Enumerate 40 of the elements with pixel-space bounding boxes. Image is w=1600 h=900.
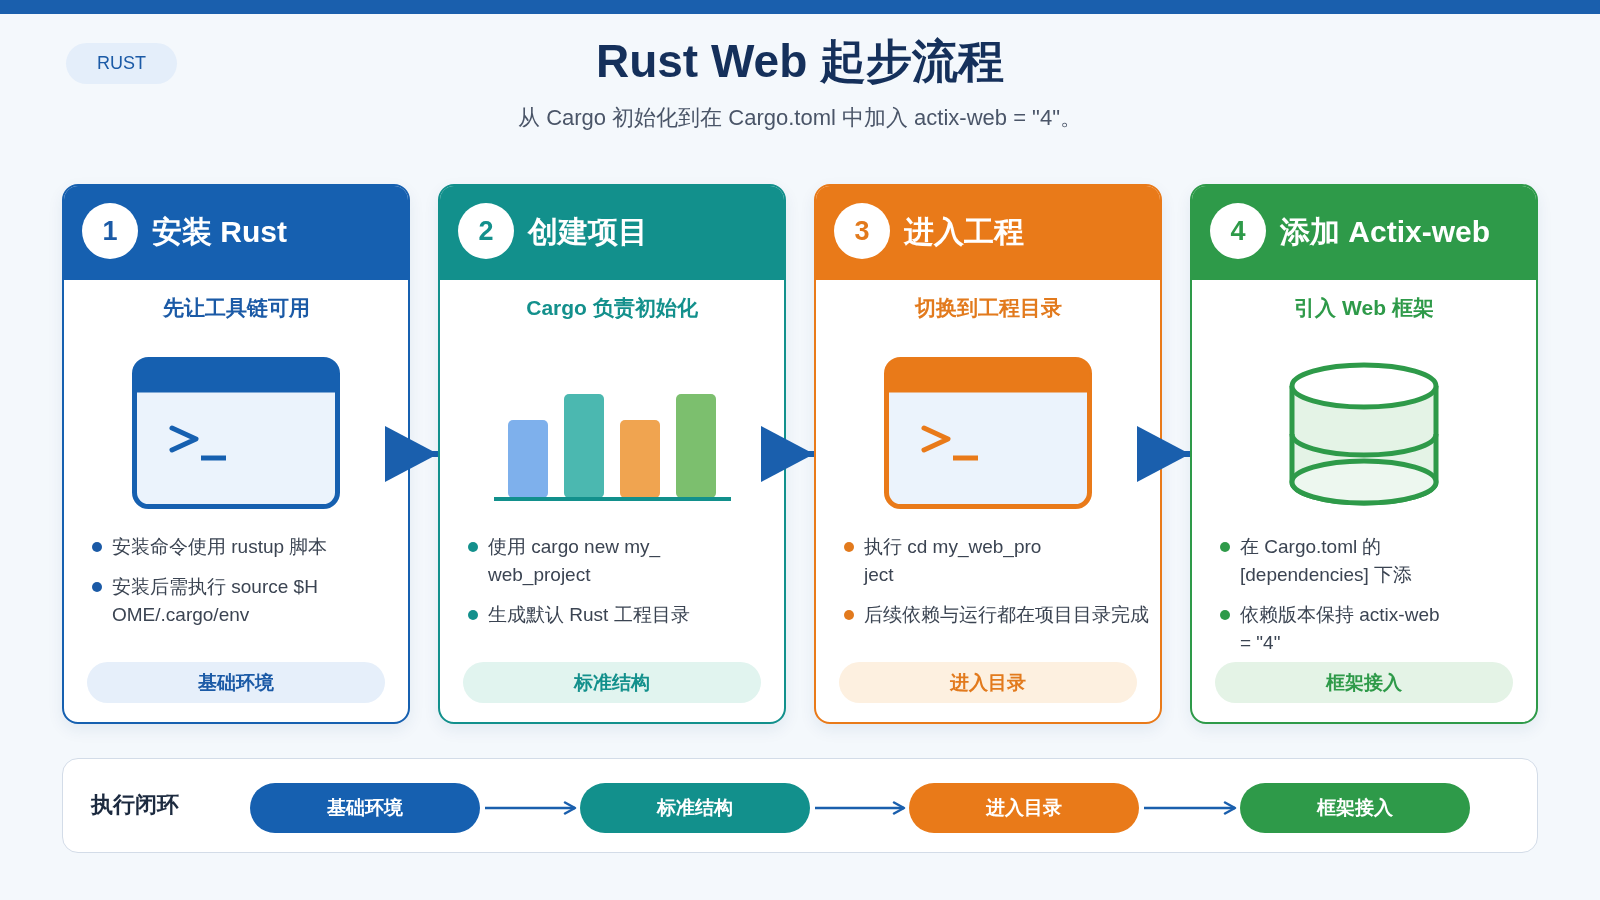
tag-pill: 标准结构	[463, 662, 761, 703]
top-bar	[0, 0, 1600, 14]
step-pill: 标准结构	[580, 783, 810, 833]
arrow	[1144, 801, 1237, 815]
bullet-text: 依赖版本保持 actix-web = "4"	[1240, 603, 1441, 655]
step-subtitle: 切换到工程目录	[914, 295, 1062, 321]
bullet-text: 在 Cargo.toml 的 [dependencies] 下添	[1240, 535, 1414, 587]
step-card	[62, 184, 410, 724]
step-title: 添加 Actix-web	[1280, 214, 1491, 250]
step-title: 进入工程	[904, 214, 1024, 250]
tag-pill: 进入目录	[839, 662, 1137, 703]
step-pill: 框架接入	[1240, 783, 1470, 833]
step-title: 创建项目	[528, 214, 648, 250]
step-card	[1190, 184, 1538, 724]
bullet-text: 使用 cargo new my_web_project	[488, 535, 662, 588]
tag-pill: 框架接入	[1215, 662, 1513, 703]
step-subtitle: 引入 Web 框架	[1294, 295, 1434, 321]
arrow	[485, 801, 577, 815]
badge: RUST	[66, 43, 177, 84]
step-card	[814, 184, 1162, 724]
step-pill: 进入目录	[909, 783, 1139, 833]
tag-pill: 基础环境	[87, 662, 385, 703]
step-subtitle: Cargo 负责初始化	[526, 295, 698, 321]
step-pill: 基础环境	[250, 783, 480, 833]
triangle-arrow	[1137, 426, 1190, 482]
step-card	[438, 184, 786, 724]
triangle-arrow	[761, 426, 814, 482]
title: Rust Web 起步流程	[595, 36, 1005, 86]
flow-panel	[62, 758, 1538, 853]
bullet-text: 安装后需执行 source $HOME/.cargo/env	[112, 575, 319, 627]
arrow	[815, 801, 906, 815]
step-subtitle: 先让工具链可用	[162, 295, 310, 321]
bullet-text: 后续依赖与运行都在项目目录完成	[864, 603, 1149, 627]
bullet-text: 生成默认 Rust 工程目录	[488, 603, 690, 627]
step-title: 安装 Rust	[152, 214, 287, 250]
subtitle: 从 Cargo 初始化到在 Cargo.toml 中加入 actix-web = "4"。	[518, 104, 1082, 132]
triangle-arrow	[385, 426, 438, 482]
bullet-text: 安装命令使用 rustup 脚本	[112, 535, 328, 559]
bullet-text: 执行 cd my_web_project	[864, 535, 1043, 587]
panel-title: 执行闭环	[91, 791, 179, 819]
